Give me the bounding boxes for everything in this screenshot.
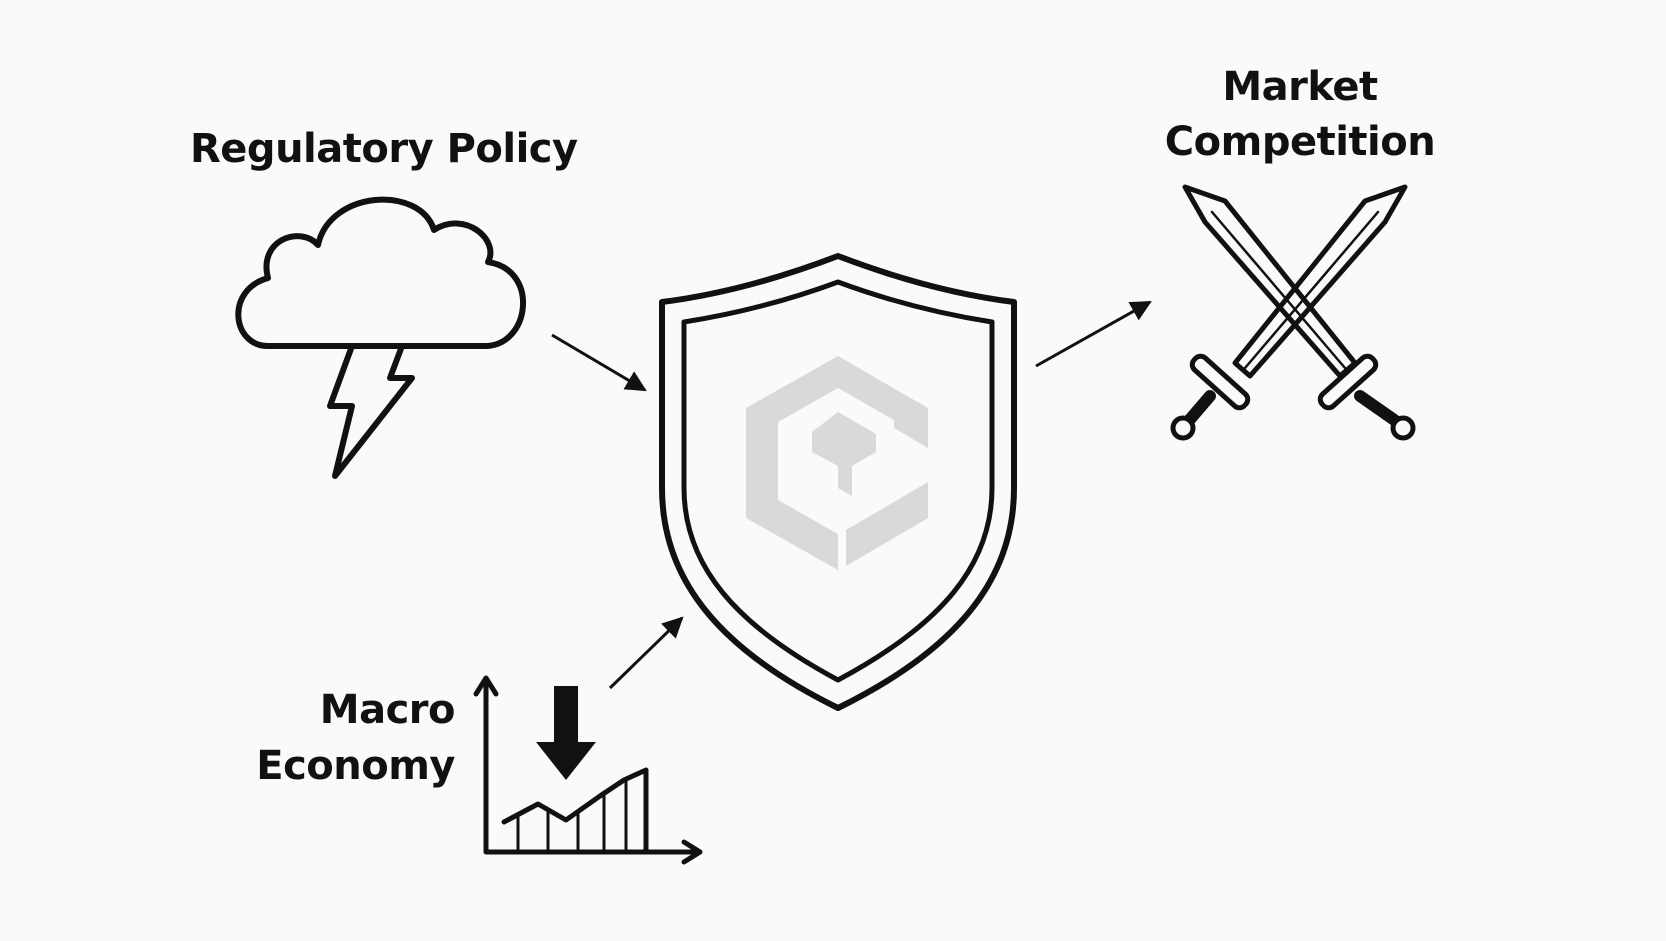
down-arrow-icon	[536, 686, 596, 780]
label-macro-economy: Macro Economy	[230, 682, 455, 794]
label-line: Regulatory Policy	[190, 126, 578, 172]
sword-left-icon	[1182, 184, 1416, 441]
lightning-icon	[327, 343, 415, 479]
arrow-shield-to-market	[1035, 300, 1152, 368]
label-line: Macro	[319, 687, 456, 733]
x-axis-arrowhead	[681, 839, 703, 865]
storm-cloud-lightning-icon	[235, 196, 526, 479]
sword-right-icon	[1170, 184, 1408, 441]
declining-chart-icon	[473, 675, 703, 865]
label-market-competition: Market Competition	[1140, 60, 1460, 170]
cloud-icon	[235, 196, 526, 349]
label-line: Economy	[256, 743, 455, 789]
arrow-regulatory-to-shield	[551, 333, 647, 392]
shield-icon	[659, 253, 1017, 711]
label-line: Competition	[1164, 119, 1436, 165]
label-regulatory-policy: Regulatory Policy	[190, 126, 578, 172]
crossed-swords-icon	[1170, 184, 1416, 441]
arrow-macro-to-shield	[608, 616, 684, 690]
label-line: Market	[1222, 64, 1378, 110]
trend-line	[501, 767, 649, 855]
hexagon-logo-icon	[746, 356, 928, 570]
y-axis-arrowhead	[473, 675, 499, 697]
